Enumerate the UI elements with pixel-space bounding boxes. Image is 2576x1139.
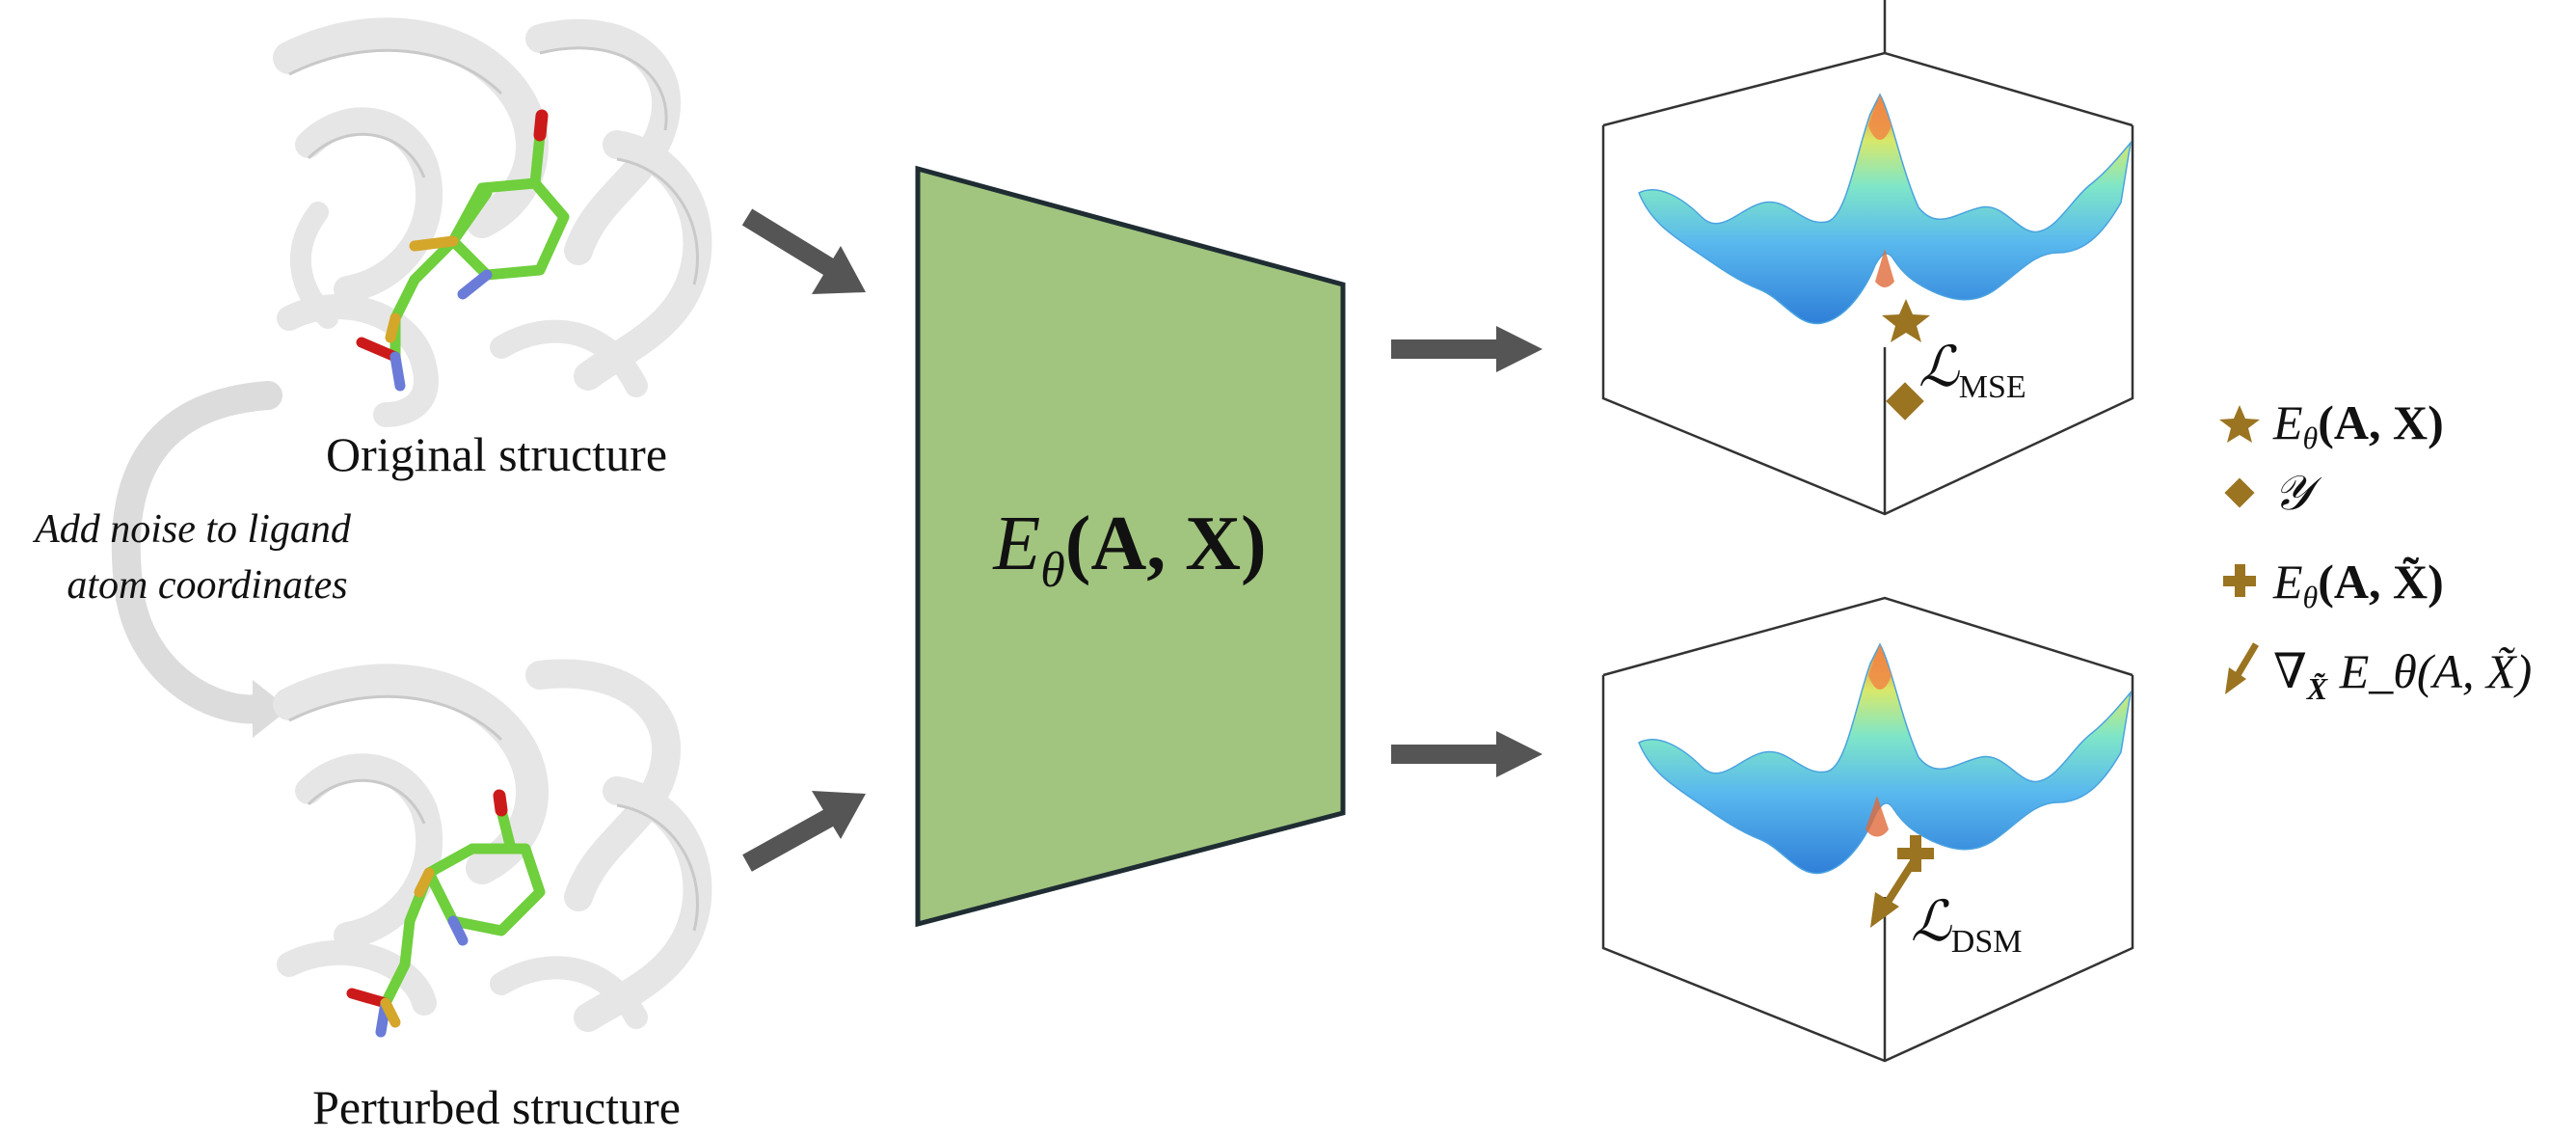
input-arrow-bottom (742, 791, 866, 872)
output-arrow-top (1391, 326, 1543, 372)
legend-item-star: Eθ(A, X) (2219, 395, 2444, 455)
star-marker-top (1882, 299, 1930, 342)
protein-ribbon-perturbed (273, 659, 712, 1032)
legend-item-gradient: ∇X̃ E_θ(A, X̃) (2225, 642, 2532, 706)
energy-surface-bottom (1638, 642, 2133, 875)
legend-item-plus: Eθ(A, X̃) (2223, 555, 2444, 614)
protein-ribbon-shade (288, 46, 699, 285)
diamond-icon (2224, 477, 2255, 508)
dsm-loss-label: ℒDSM (1911, 890, 2022, 960)
noise-note-line2: atom coordinates (67, 563, 347, 608)
svg-text:Eθ(A, X̃): Eθ(A, X̃) (2272, 555, 2444, 614)
perturbed-structure-panel: Perturbed structure (273, 656, 712, 1134)
plus-icon (2223, 564, 2256, 597)
landscape-box-bottom (1601, 596, 2134, 1063)
energy-landscape-bottom: ℒDSM (1601, 596, 2134, 1063)
legend-item-diamond: 𝒴 (2224, 466, 2322, 520)
svg-text:Eθ(A, X): Eθ(A, X) (2272, 395, 2444, 455)
original-structure-caption: Original structure (326, 427, 667, 481)
star-icon (2219, 405, 2260, 443)
plus-marker-bottom (1897, 835, 1934, 872)
svg-text:∇X̃ E_θ(A, X̃): ∇X̃ E_θ(A, X̃) (2273, 644, 2532, 706)
protein-ribbon-perturbed-shade (288, 694, 699, 932)
mse-loss-label: ℒMSE (1919, 336, 2026, 405)
landscape-box-top (1601, 0, 2134, 516)
arrow-icon (2225, 642, 2260, 694)
energy-landscape-top: ℒMSE (1601, 0, 2134, 516)
perturbed-structure-caption: Perturbed structure (312, 1080, 681, 1134)
ligand-molecule-perturbed (346, 789, 546, 1038)
energy-surface-top (1638, 93, 2133, 325)
svg-text:𝒴: 𝒴 (2273, 466, 2322, 520)
input-arrow-top (741, 208, 866, 294)
ligand-molecule (356, 109, 570, 392)
noise-note-line1: Add noise to ligand (32, 507, 352, 552)
output-arrow-bottom (1391, 731, 1543, 777)
legend: Eθ(A, X) 𝒴 Eθ(A, X̃) ∇X̃ E_θ(A, X̃) (2219, 395, 2532, 706)
noise-curve-arrow (111, 381, 289, 738)
gradient-arrow-bottom (1870, 855, 1919, 928)
energy-model-label: Eθ(A, X) (992, 502, 1266, 598)
energy-model-block: Eθ(A, X) (915, 165, 1346, 928)
original-structure-panel: Original structure (273, 8, 712, 481)
